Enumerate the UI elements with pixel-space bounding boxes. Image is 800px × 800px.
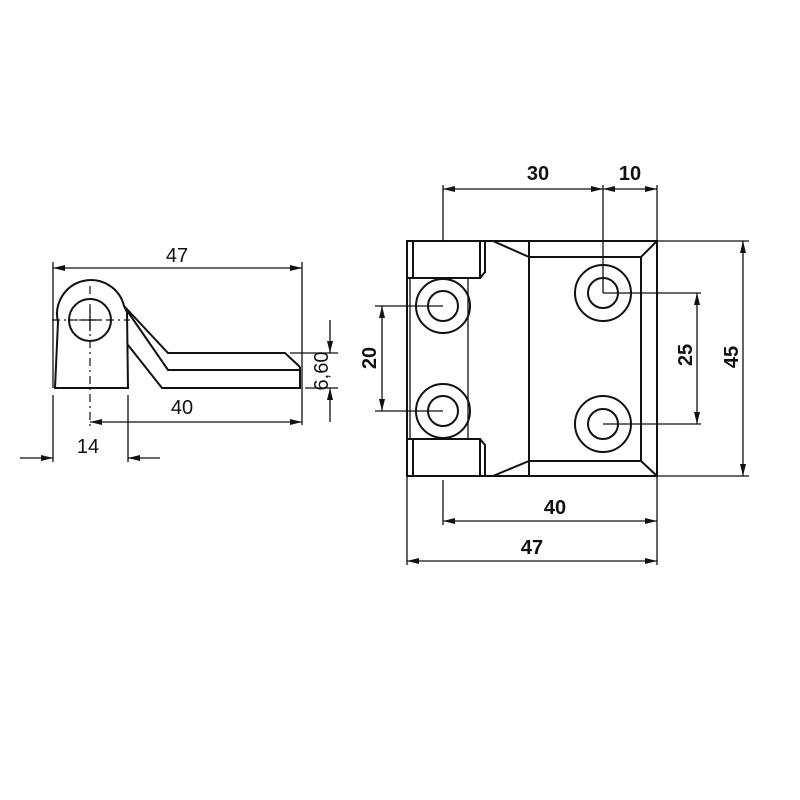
dim-side-pivot-to-end: 40 [171, 397, 193, 419]
dim-top-plate-width: 40 [544, 497, 566, 519]
dim-top-overall-width: 47 [521, 537, 543, 559]
side-view: 47 40 14 6,60 [20, 245, 338, 462]
dim-top-hole-to-edge: 10 [619, 163, 641, 185]
top-view: 30 10 20 25 45 40 47 [359, 163, 749, 565]
dim-side-thickness: 6,60 [311, 352, 333, 391]
side-view-part [52, 279, 301, 428]
dim-top-edge-to-hole: 30 [527, 163, 549, 185]
top-view-part [406, 240, 658, 477]
dim-top-right-hole-spacing: 25 [675, 344, 697, 366]
dim-side-overall-length: 47 [166, 245, 188, 267]
dim-top-left-hole-spacing: 20 [359, 347, 381, 369]
dim-side-body-width: 14 [77, 436, 99, 458]
dim-top-height: 45 [721, 346, 743, 368]
